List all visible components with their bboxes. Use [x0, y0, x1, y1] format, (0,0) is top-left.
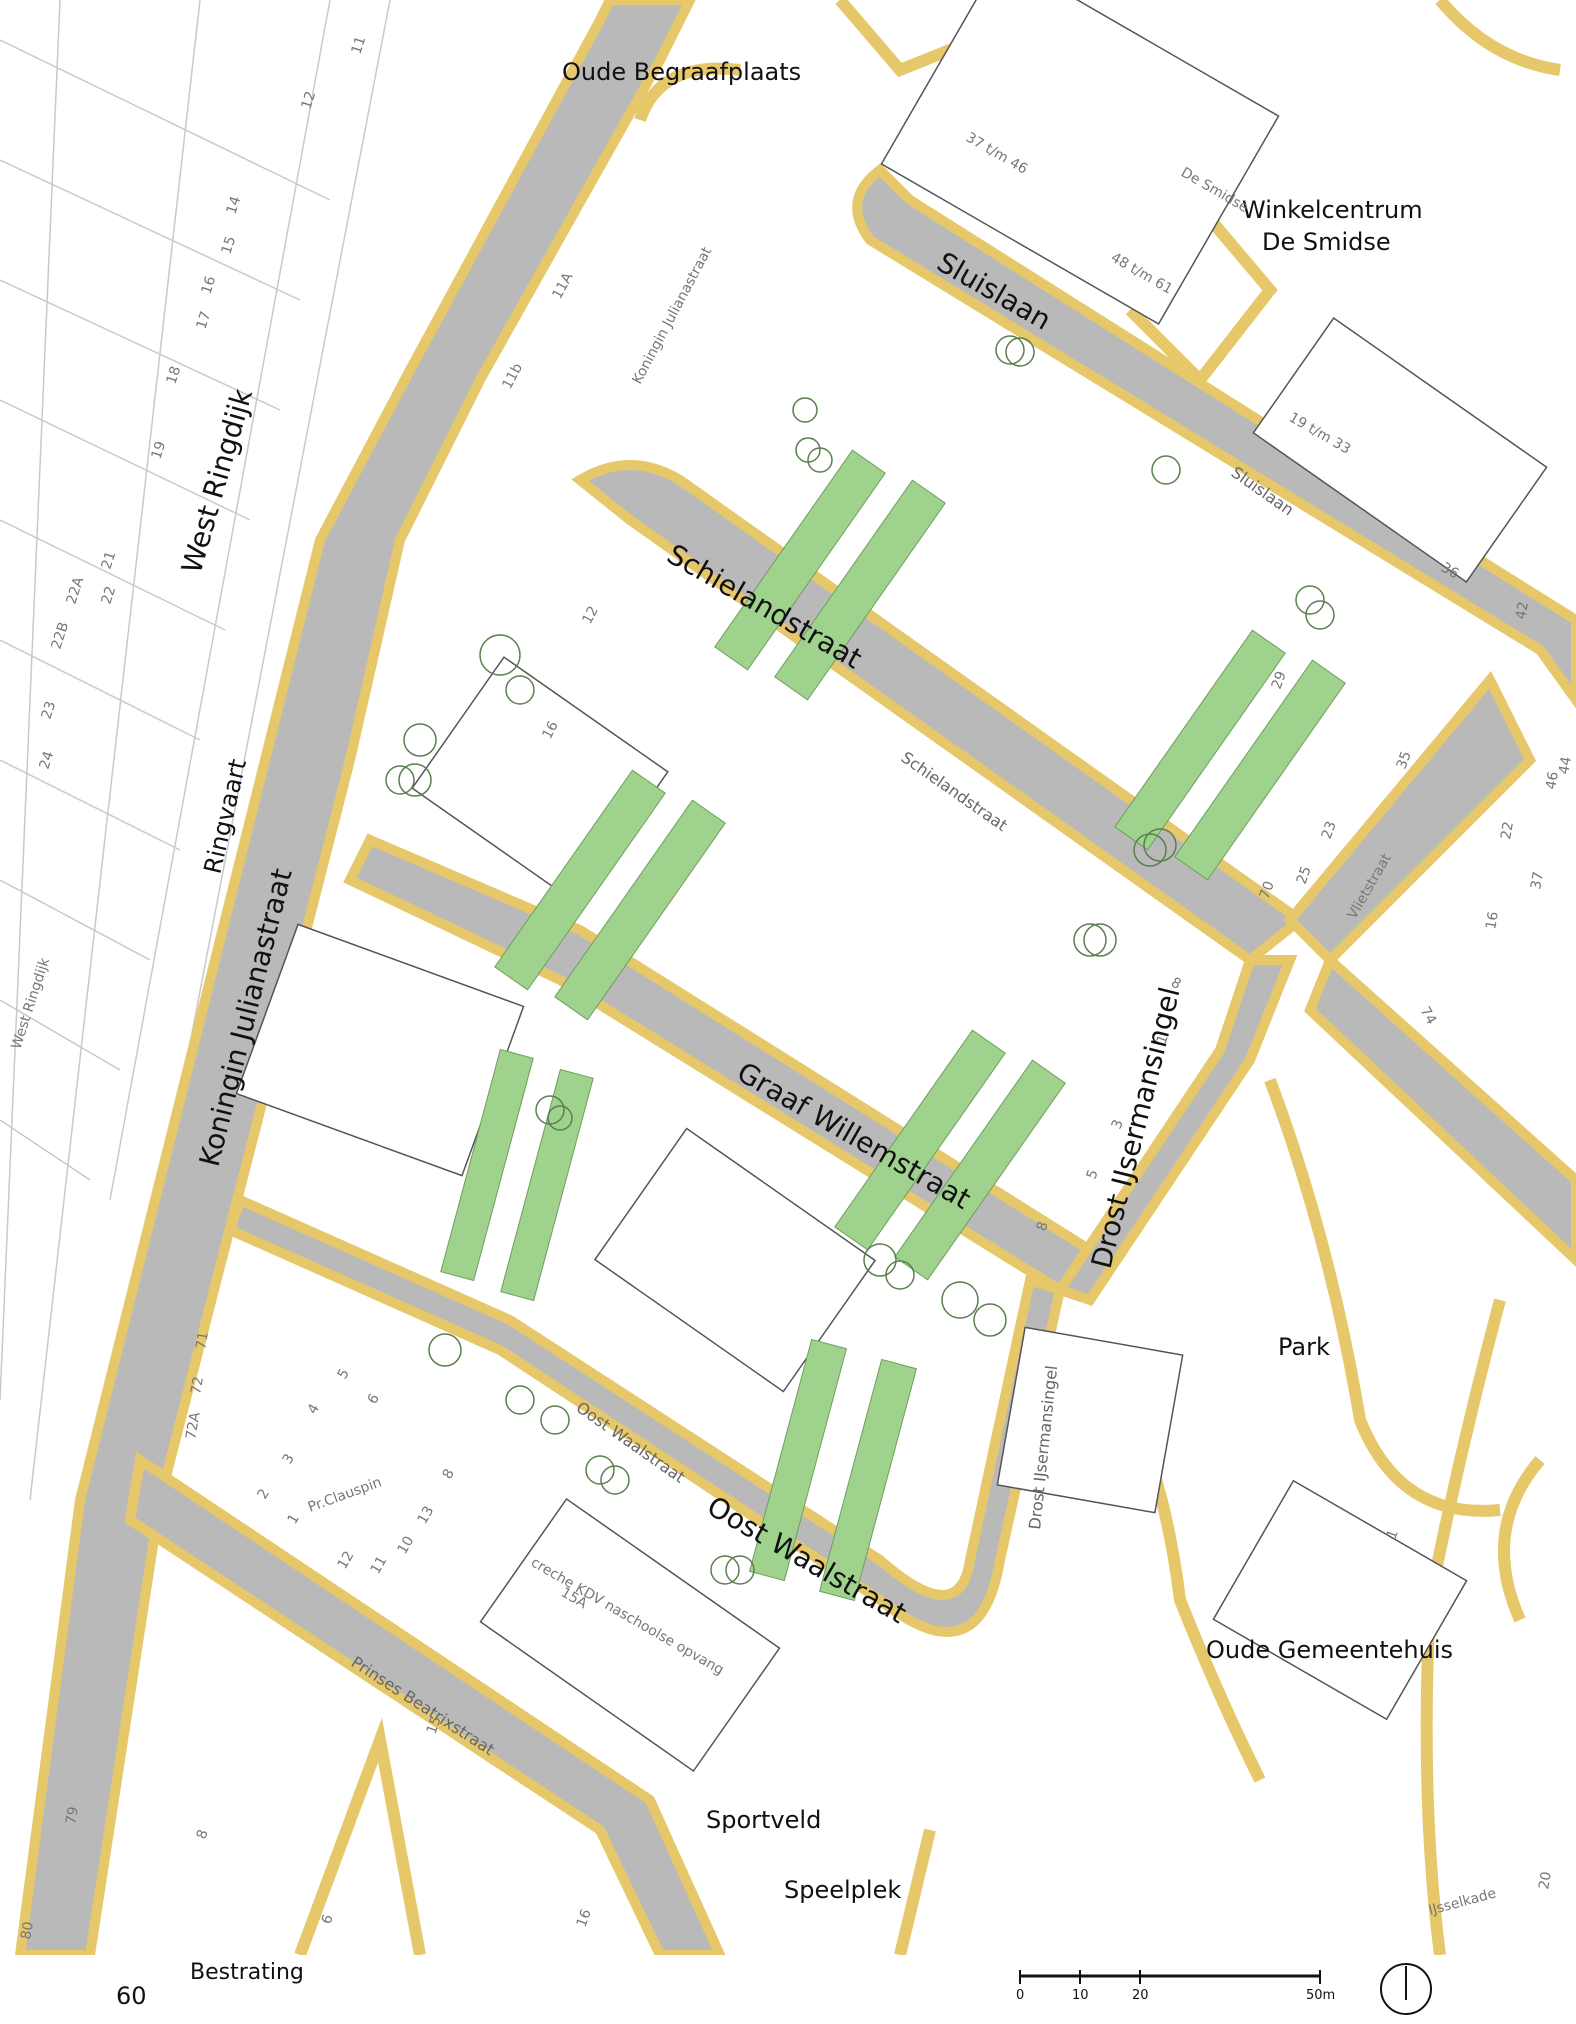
- house-number: 6: [365, 1391, 383, 1407]
- house-number: 20: [1536, 1870, 1555, 1890]
- house-number: 12: [299, 89, 320, 111]
- house-number: 11b: [499, 361, 526, 392]
- house-number: 15: [424, 1714, 445, 1736]
- house-number: 11A: [549, 270, 576, 302]
- house-number: 18: [164, 364, 185, 386]
- label-speelplek: Speelplek: [784, 1876, 901, 1904]
- house-number: 6: [319, 1912, 337, 1926]
- house-number: 1: [285, 1511, 303, 1527]
- house-number: 42: [1513, 600, 1532, 620]
- house-number: 5: [1084, 1168, 1102, 1182]
- house-number: 24: [37, 749, 58, 771]
- schielandstraat-road: [571, 460, 1309, 967]
- house-number: 3: [280, 1451, 298, 1467]
- house-number: 72A: [183, 1411, 204, 1441]
- house-number: 36: [1438, 560, 1462, 583]
- house-number: 22A: [64, 575, 88, 606]
- north-arrow-icon: [1378, 1960, 1434, 2022]
- house-number: 5: [335, 1366, 353, 1382]
- house-number: 12: [335, 1549, 358, 1572]
- house-number: 16: [1483, 910, 1502, 930]
- house-number: 71: [193, 1330, 212, 1350]
- house-number: 16: [574, 1907, 595, 1929]
- label-pr-clauspin: Pr.Clauspin: [306, 1474, 384, 1515]
- label-de-smidse: De Smidse: [1262, 228, 1391, 256]
- prinses-beatrixstraat-road: [124, 1451, 726, 1955]
- house-number: 12: [579, 604, 601, 627]
- label-west-ringdijk-small: West Ringdijk: [9, 955, 54, 1051]
- house-number: 15: [219, 234, 240, 256]
- scale-bar-graphic: [1019, 1970, 1321, 1984]
- page-footer: 60 Bestrating 0 10 20 50m: [0, 1960, 1576, 2024]
- sluislaan-road: [852, 163, 1576, 709]
- label-winkelcentrum: Winkelcentrum: [1242, 196, 1423, 224]
- house-number: 16: [199, 274, 220, 296]
- house-number: 23: [39, 699, 60, 721]
- house-number: 80: [18, 1920, 37, 1940]
- house-number: 22: [99, 584, 120, 606]
- legend-label: Bestrating: [190, 1960, 304, 1985]
- label-koningin-julianastraat-small: Koningin Julianastraat: [629, 244, 715, 387]
- drost-ijsermansingel-road: [1052, 955, 1298, 1306]
- house-number: 21: [99, 549, 120, 571]
- house-number: 4: [305, 1401, 323, 1417]
- background-parcels: [0, 0, 391, 1501]
- house-number: 22B: [49, 620, 73, 651]
- house-number: 16: [539, 719, 562, 742]
- house-number: 10: [395, 1534, 418, 1557]
- label-oude-gemeentehuis: Oude Gemeentehuis: [1206, 1636, 1453, 1664]
- house-number: 13: [415, 1504, 438, 1527]
- house-number: 79: [63, 1805, 82, 1825]
- house-number: 44: [1556, 755, 1575, 775]
- house-number: 29: [1269, 669, 1290, 691]
- scale-tick-50m: 50m: [1306, 1988, 1336, 2003]
- koningin-julianastraat-road: [14, 0, 696, 1955]
- house-number: 14: [224, 194, 245, 216]
- scale-tick-10: 10: [1072, 1988, 1089, 2003]
- house-number: 17: [194, 309, 215, 331]
- east-road: [1304, 951, 1576, 1267]
- green-gardens: [440, 449, 1346, 1602]
- house-numbers: 11 12 14 15 16 17 18 19 21 22 22A 22B 23…: [18, 34, 1575, 1940]
- house-number: 11: [349, 34, 370, 56]
- site-plan-map: Sluislaan Schielandstraat Graaf Willemst…: [0, 0, 1576, 1955]
- house-number: 25: [1294, 864, 1315, 886]
- page-number: 60: [116, 1982, 147, 2010]
- house-number: 70: [1257, 879, 1278, 901]
- scale-bar: 0 10 20 50m: [1010, 1966, 1335, 2003]
- label-park: Park: [1278, 1333, 1330, 1361]
- trees: [385, 335, 1335, 1585]
- house-number: 74: [1417, 1004, 1440, 1028]
- label-oude-begraafplaats: Oude Begraafplaats: [562, 58, 801, 86]
- house-number: 35: [1394, 749, 1415, 771]
- house-number: 8: [440, 1466, 458, 1482]
- house-number: 46: [1543, 770, 1562, 790]
- label-west-ringdijk: West Ringdijk: [175, 384, 259, 577]
- scale-tick-20: 20: [1132, 1988, 1149, 2003]
- house-number: 11: [368, 1554, 391, 1577]
- house-number: 72: [188, 1375, 207, 1395]
- house-number: 8: [194, 1828, 212, 1842]
- label-sportveld: Sportveld: [706, 1806, 821, 1834]
- house-number: 37: [1528, 870, 1547, 890]
- house-number: 22: [1498, 820, 1517, 840]
- scale-tick-0: 0: [1016, 1988, 1025, 2003]
- house-number: 2: [255, 1486, 273, 1502]
- house-number: 19: [149, 439, 170, 461]
- house-number: 23: [1319, 819, 1340, 841]
